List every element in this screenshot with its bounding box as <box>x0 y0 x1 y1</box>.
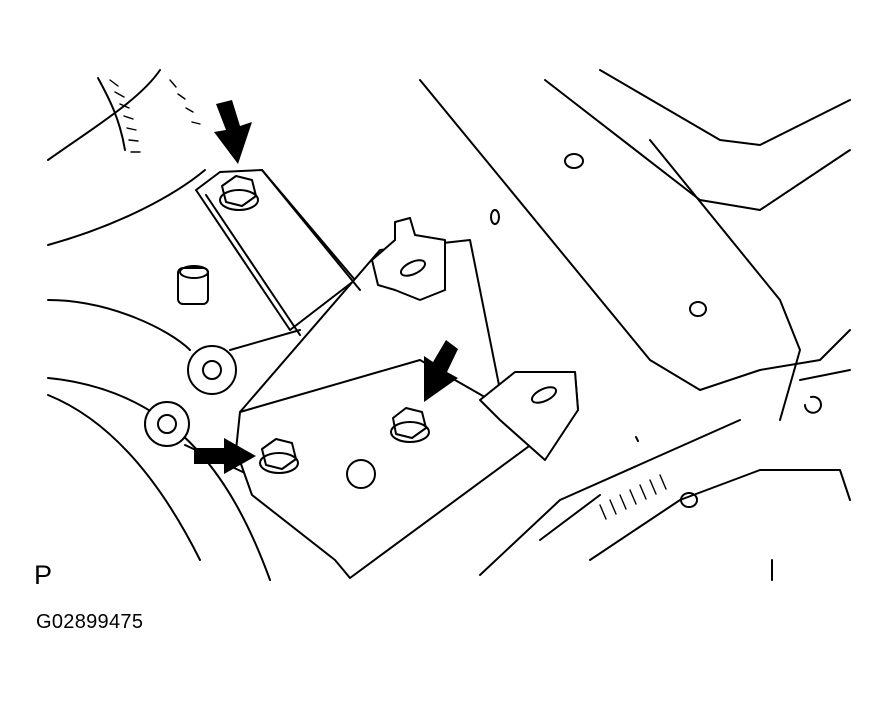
bolt <box>219 175 259 211</box>
arrow-right-icon <box>194 438 256 474</box>
view-label: P <box>34 560 53 590</box>
bracket <box>195 169 579 579</box>
tire <box>47 69 206 246</box>
figure-code: G02899475 <box>36 611 144 633</box>
bolt <box>390 407 430 443</box>
lower-tire <box>47 299 271 581</box>
arrow-down-left-icon <box>424 340 458 402</box>
arrow-down-icon <box>214 100 252 164</box>
frame <box>419 69 851 581</box>
bolt <box>259 438 299 474</box>
